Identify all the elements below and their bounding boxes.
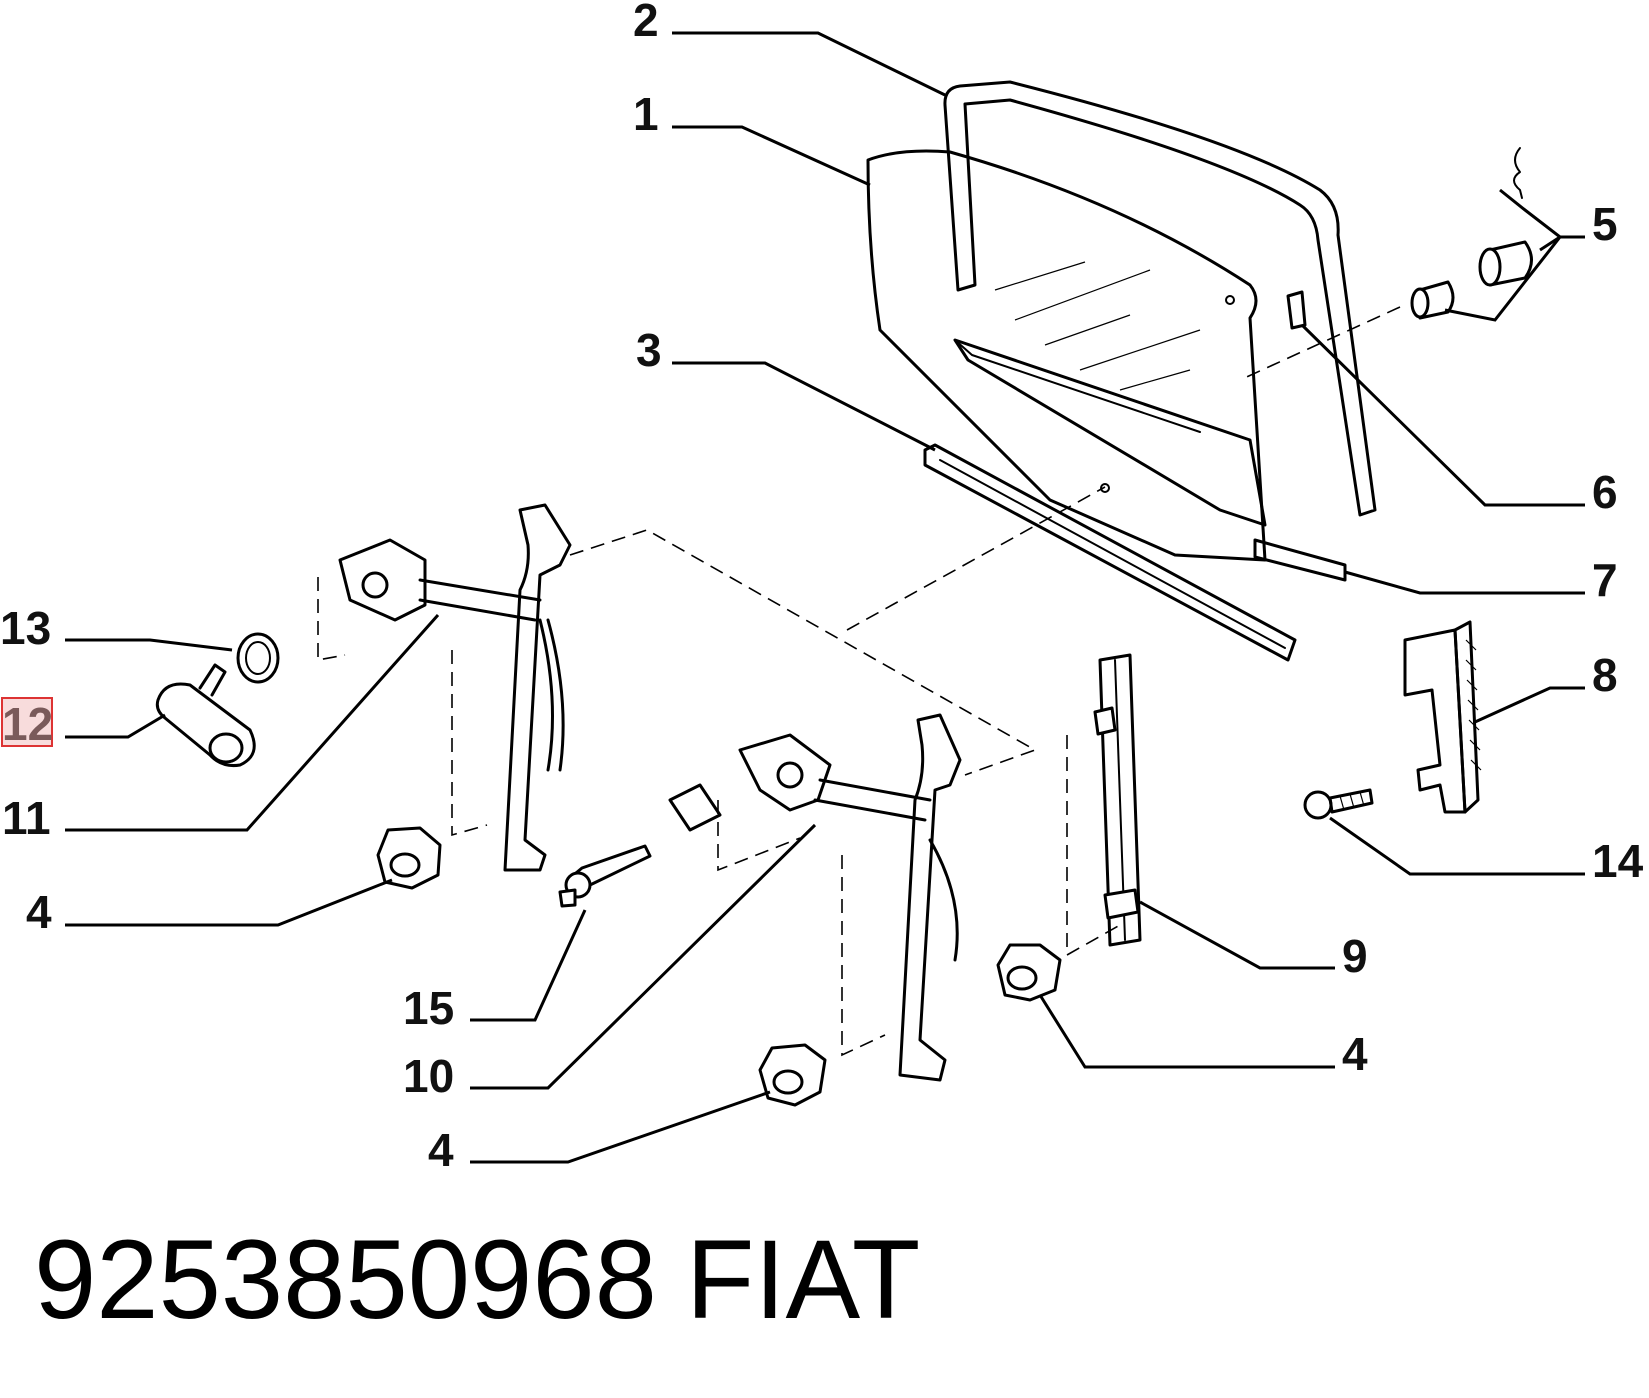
leader-lines bbox=[65, 31, 1585, 1164]
part-7-bottom-channel bbox=[1253, 538, 1347, 582]
part-6-glass-stop bbox=[1286, 290, 1307, 330]
part-5-fastener-set bbox=[1410, 147, 1533, 320]
callout-9: 9 bbox=[1342, 930, 1368, 982]
callout-14: 14 bbox=[1592, 835, 1644, 887]
callout-6: 6 bbox=[1592, 466, 1618, 518]
callout-4-bottom: 4 bbox=[428, 1124, 454, 1176]
part-4-flange-nut-a bbox=[376, 826, 442, 890]
part-2-window-channel-seal bbox=[943, 80, 1377, 517]
callout-12: 12 bbox=[2, 698, 53, 750]
brand-label: FIAT bbox=[686, 1217, 920, 1342]
callout-13: 13 bbox=[0, 602, 51, 654]
part-4-flange-nut-c bbox=[758, 1043, 827, 1107]
part-9-rear-guide-rail bbox=[1093, 653, 1142, 947]
callout-10: 10 bbox=[403, 1050, 454, 1102]
part-4-flange-nut-b bbox=[996, 943, 1062, 1002]
callout-3: 3 bbox=[636, 324, 662, 376]
callout-7: 7 bbox=[1592, 554, 1618, 606]
part-14-screw bbox=[1303, 788, 1374, 820]
part-15-push-rivet bbox=[558, 844, 652, 908]
callout-labels: 2 1 3 5 6 7 8 14 9 4 13 12 11 4 15 10 4 bbox=[0, 0, 1644, 1176]
callout-2: 2 bbox=[633, 0, 659, 46]
callout-8: 8 bbox=[1592, 649, 1618, 701]
callout-4-right: 4 bbox=[1342, 1028, 1368, 1080]
part-number-label: 9253850968 bbox=[34, 1217, 657, 1342]
callout-1: 1 bbox=[633, 88, 659, 140]
assembly-guidelines bbox=[451, 306, 1401, 1057]
callout-5: 5 bbox=[1592, 198, 1618, 250]
part-8-trim-strip bbox=[1403, 620, 1482, 814]
part-10-rear-window-regulator bbox=[668, 713, 962, 1082]
callout-15: 15 bbox=[403, 982, 454, 1034]
part-11-front-window-regulator bbox=[317, 503, 572, 872]
callout-4-left: 4 bbox=[26, 886, 52, 938]
part-13-washer bbox=[236, 632, 280, 684]
part-3-lower-glass-guide bbox=[923, 443, 1297, 662]
part-12-window-crank-handle bbox=[155, 663, 256, 767]
highlight-box-12 bbox=[1, 697, 53, 747]
part-1-door-glass bbox=[866, 149, 1267, 562]
callout-11: 11 bbox=[2, 792, 51, 844]
